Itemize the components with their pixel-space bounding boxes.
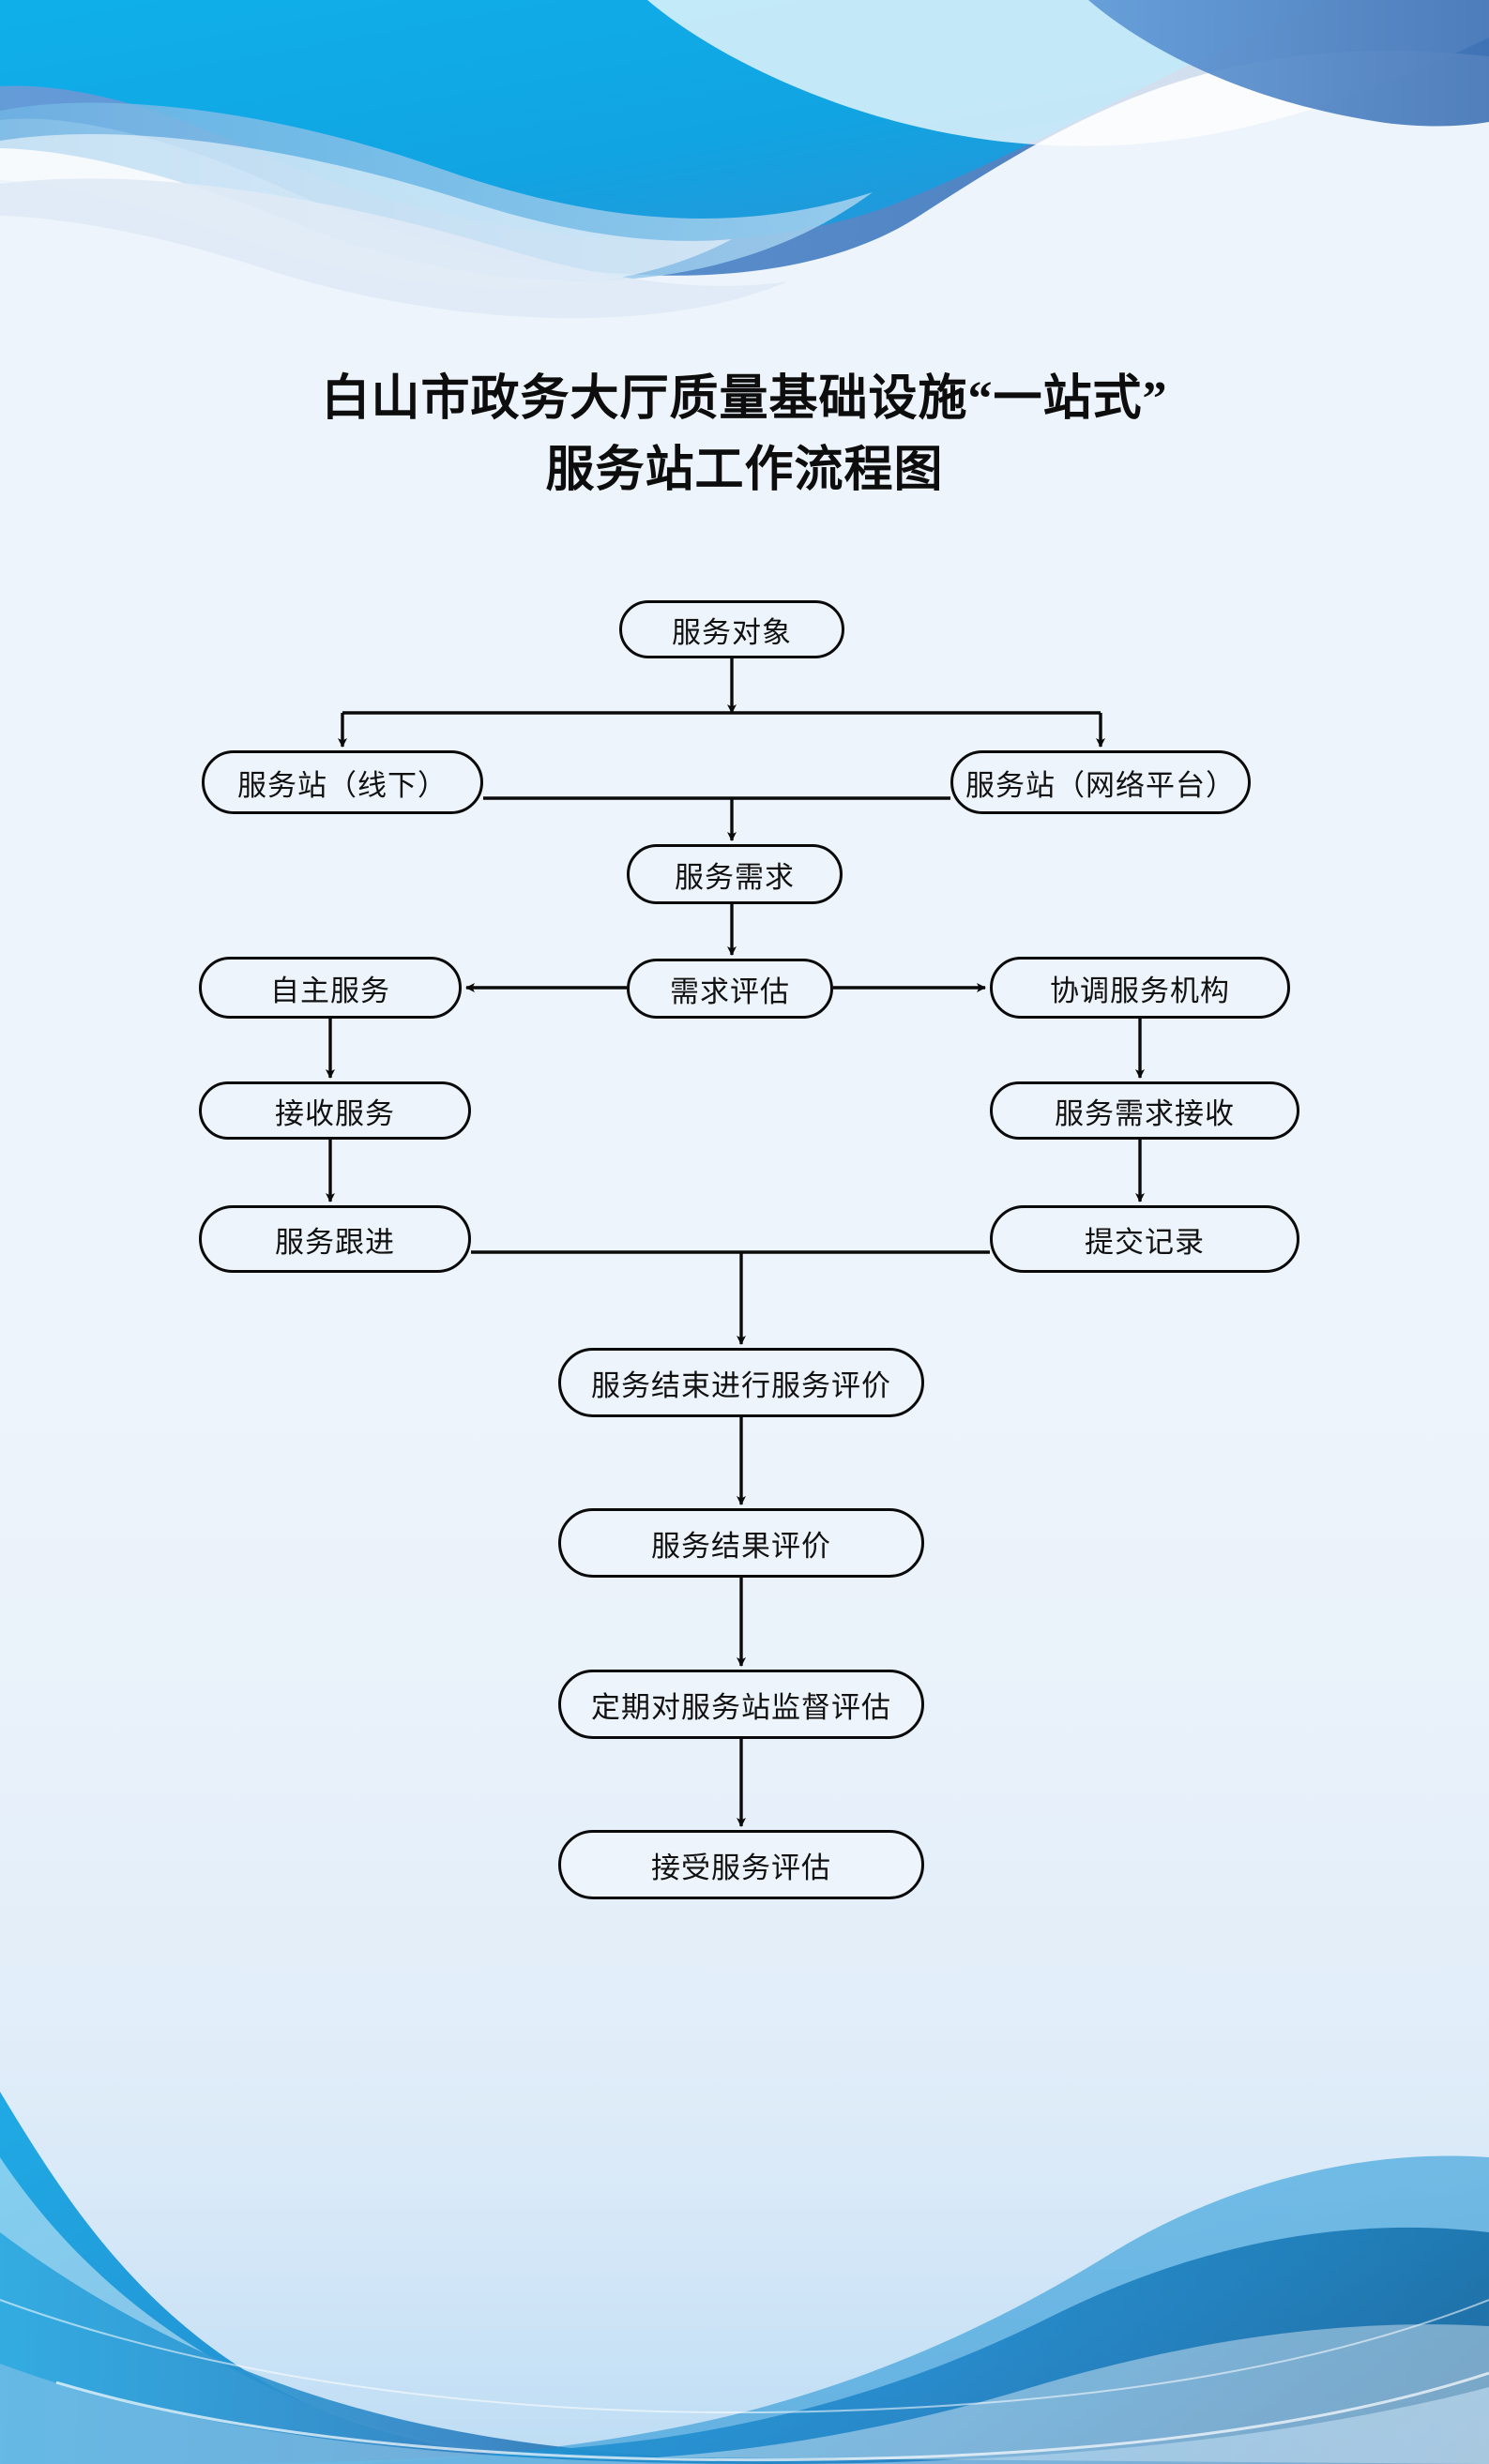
flow-node-coordinate-agency[interactable]: 协调服务机构 <box>990 957 1290 1019</box>
flow-node-self-service[interactable]: 自主服务 <box>199 957 462 1019</box>
flow-node-submit-record[interactable]: 提交记录 <box>990 1205 1299 1273</box>
flow-node-accept-evaluation[interactable]: 接受服务评估 <box>558 1830 924 1899</box>
flow-node-periodic-supervision[interactable]: 定期对服务站监督评估 <box>558 1670 924 1739</box>
flow-node-service-result-eval[interactable]: 服务结果评价 <box>558 1508 924 1578</box>
flow-node-service-end-evaluate[interactable]: 服务结束进行服务评价 <box>558 1348 924 1417</box>
flow-node-station-online[interactable]: 服务站（网络平台） <box>950 750 1251 814</box>
flow-node-service-target[interactable]: 服务对象 <box>619 600 844 658</box>
flow-node-service-followup[interactable]: 服务跟进 <box>199 1205 471 1273</box>
flow-node-demand-assessment[interactable]: 需求评估 <box>627 959 833 1019</box>
flow-node-receive-service[interactable]: 接收服务 <box>199 1081 471 1140</box>
flow-node-receive-demand[interactable]: 服务需求接收 <box>990 1081 1299 1140</box>
flow-node-service-demand[interactable]: 服务需求 <box>627 844 843 904</box>
page-title: 白山市政务大厅质量基础设施“一站式” 服务站工作流程图 <box>321 372 1168 497</box>
flow-node-station-offline[interactable]: 服务站（线下） <box>202 750 483 814</box>
